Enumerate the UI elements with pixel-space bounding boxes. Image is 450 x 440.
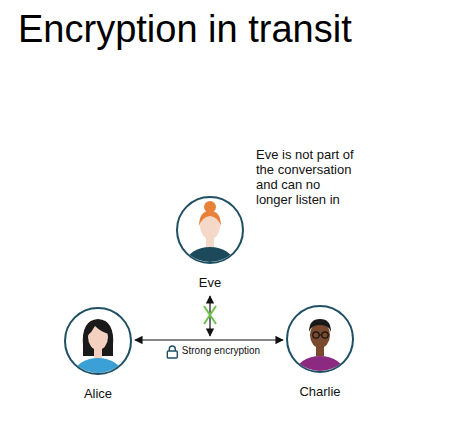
person-node: Charlie bbox=[280, 304, 360, 399]
lock-icon bbox=[167, 346, 177, 358]
person-name: Eve bbox=[170, 275, 250, 290]
note-text: Eve is not part of the conversation and … bbox=[256, 147, 354, 207]
person-node: Alice bbox=[58, 306, 138, 401]
person-node: Eve bbox=[170, 195, 250, 290]
channel-arrow bbox=[135, 339, 283, 340]
blocked-cross bbox=[204, 306, 216, 324]
person-avatar bbox=[63, 306, 133, 376]
person-name: Charlie bbox=[280, 384, 360, 399]
person-avatar bbox=[285, 304, 355, 374]
person-avatar bbox=[175, 195, 245, 265]
edge-label: Strong encryption bbox=[180, 345, 262, 356]
person-name: Alice bbox=[58, 386, 138, 401]
title: Encryption in transit bbox=[18, 8, 352, 51]
